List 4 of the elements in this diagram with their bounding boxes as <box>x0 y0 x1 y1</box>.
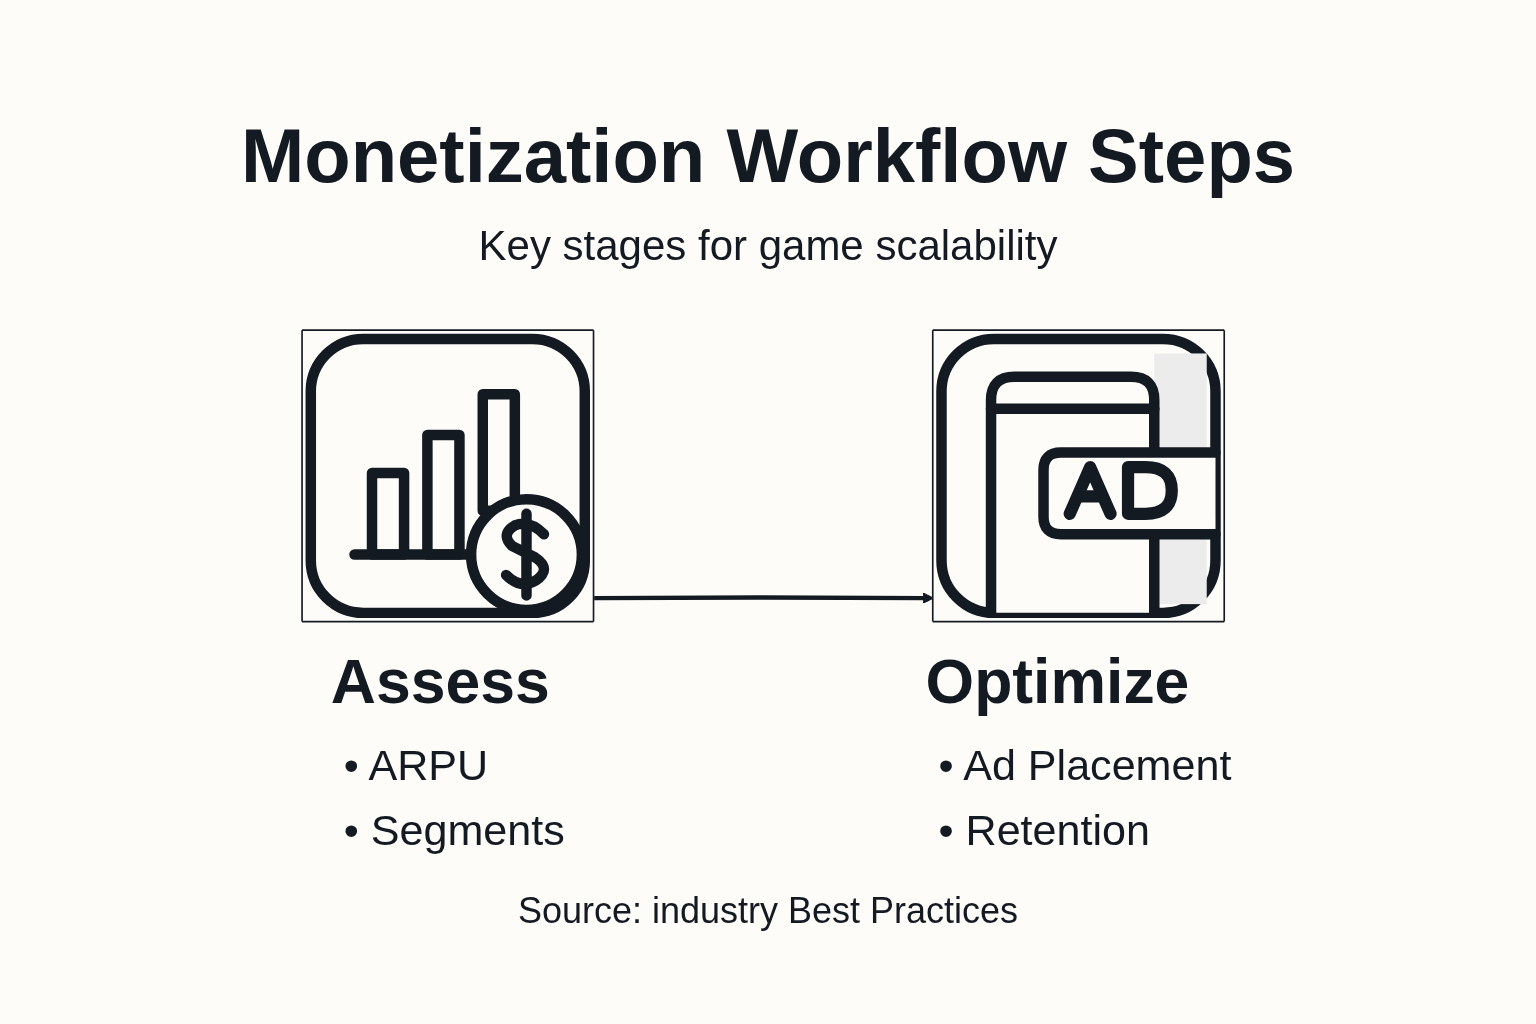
source-caption: Source: industry Best Practices <box>517 890 1019 932</box>
arrow <box>594 592 934 604</box>
subtitle: Key stages for game scalability <box>478 222 1058 270</box>
diagram-title: Monetization Workflow Steps <box>240 112 1296 199</box>
